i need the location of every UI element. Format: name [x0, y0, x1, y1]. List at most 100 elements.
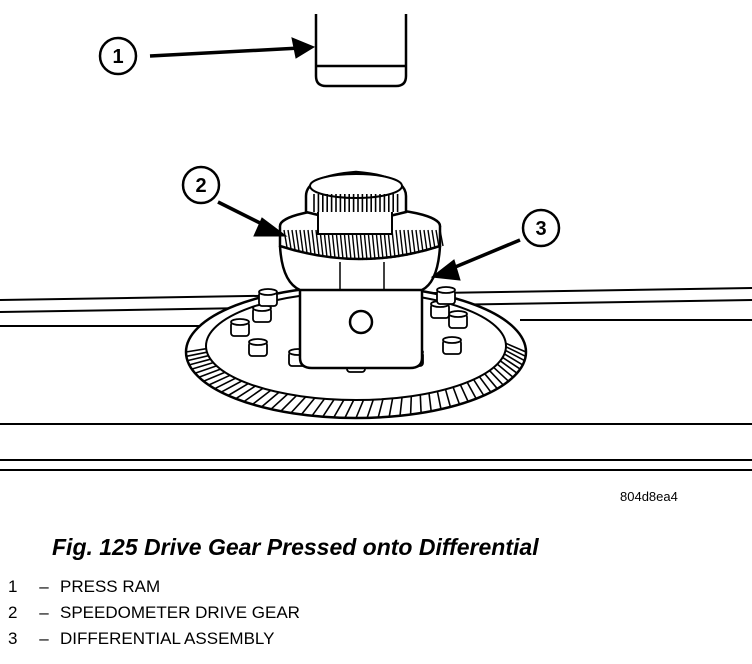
legend-label: SPEEDOMETER DRIVE GEAR — [60, 603, 300, 622]
arrow-3 — [430, 238, 521, 281]
gear-tooth — [243, 387, 264, 403]
knurl-line — [427, 229, 432, 251]
press-ram — [314, 14, 408, 88]
bolt-top — [248, 338, 268, 346]
legend: 1–PRESS RAM 2–SPEEDOMETER DRIVE GEAR 3–D… — [8, 574, 300, 652]
gear-tooth — [496, 363, 514, 378]
knurl-line — [431, 229, 436, 249]
gear-tooth — [366, 399, 375, 419]
knurl-line — [403, 229, 408, 256]
gear-tooth — [488, 370, 504, 386]
knurl-line — [291, 229, 296, 251]
gear-tooth — [280, 395, 298, 412]
legend-label: DIFFERENTIAL ASSEMBLY — [60, 629, 275, 648]
callout-3-number: 3 — [535, 218, 546, 240]
differential-case — [278, 245, 442, 370]
gear-tooth — [444, 389, 452, 408]
knurl-line — [415, 229, 420, 254]
gear-tooth — [409, 396, 413, 415]
knurl-line — [399, 229, 404, 257]
gear-tooth — [333, 399, 345, 418]
gear-tooth — [377, 398, 384, 418]
gear-tooth — [428, 393, 432, 412]
bolt-top — [436, 286, 456, 294]
gear-tooth — [208, 374, 231, 386]
knurl-line — [307, 229, 312, 255]
gear-tooth — [493, 366, 510, 382]
knurl-line — [299, 229, 304, 253]
gear-tooth — [505, 342, 527, 353]
knurl-line — [283, 229, 288, 248]
knurl-line — [407, 229, 412, 256]
gear-tooth — [452, 386, 461, 405]
gear-tooth — [214, 377, 236, 390]
bolt-top — [258, 288, 278, 296]
legend-item: 2 –SPEEDOMETER DRIVE GEAR — [8, 600, 300, 626]
arrow-1 — [149, 37, 316, 59]
knurl-line — [411, 229, 416, 255]
legend-label: PRESS RAM — [60, 577, 161, 596]
knurl-line — [439, 229, 444, 247]
gear-tooth — [499, 360, 518, 374]
knurl-line — [287, 229, 292, 249]
callout-1-number: 1 — [112, 46, 123, 68]
gear-tooth — [198, 368, 221, 379]
knurl-line — [311, 229, 316, 256]
gear-tooth — [220, 380, 243, 393]
knurl-line — [315, 229, 320, 256]
gear-tooth — [311, 398, 326, 417]
bolt-top — [442, 336, 462, 344]
legend-dash: – — [39, 603, 49, 622]
gear-tooth — [503, 353, 524, 366]
gear-tooth — [344, 399, 355, 419]
knurl-line — [435, 229, 440, 248]
gear-tooth — [459, 384, 469, 402]
image-id: 804d8ea4 — [620, 489, 678, 504]
gear-tooth — [502, 356, 521, 370]
leader-arrows — [149, 37, 521, 281]
gear-tooth — [187, 354, 209, 362]
callout-2: 2 — [181, 165, 221, 205]
legend-dash: – — [39, 577, 49, 596]
callout-1: 1 — [98, 36, 138, 76]
gear-tooth — [194, 365, 217, 374]
gear-tooth — [466, 381, 477, 400]
gear-tooth — [270, 393, 289, 410]
gear-tooth — [436, 391, 442, 410]
gear-tooth — [189, 358, 211, 366]
gear-tooth — [505, 349, 525, 362]
drive-gear-illustration: 1 2 3 — [0, 14, 752, 471]
gear-tooth — [290, 396, 307, 414]
gear-tooth — [185, 347, 207, 353]
gear-tooth — [191, 361, 214, 370]
callout-2-number: 2 — [195, 175, 206, 197]
knurl-line — [295, 229, 300, 252]
legend-dash: – — [39, 629, 49, 648]
gear-tooth — [419, 394, 422, 414]
gear-tooth — [472, 379, 485, 396]
gear-tooth — [484, 373, 498, 390]
bolt-top — [230, 318, 250, 326]
gear-tooth — [261, 391, 280, 408]
gear-tooth — [505, 346, 526, 358]
legend-number: 2 — [8, 603, 18, 622]
legend-item: 3–DIFFERENTIAL ASSEMBLY — [8, 626, 300, 652]
gear-tooth — [252, 389, 272, 406]
legend-number: 1 — [8, 577, 18, 596]
knurl-line — [423, 229, 428, 252]
gear-tooth — [388, 398, 394, 417]
differential-bearing — [304, 170, 408, 235]
gear-tooth — [300, 397, 316, 416]
gear-tooth — [478, 376, 492, 393]
knurl-line — [419, 229, 424, 253]
gear-tooth — [186, 351, 208, 358]
gear-tooth — [235, 385, 256, 400]
press-bed-lines — [0, 287, 752, 471]
callout-3: 3 — [521, 208, 561, 248]
legend-item: 1 –PRESS RAM — [8, 574, 300, 600]
gear-tooth — [399, 397, 403, 416]
knurl-line — [395, 229, 400, 258]
bolt-top — [448, 310, 468, 318]
gear-tooth — [203, 371, 226, 382]
